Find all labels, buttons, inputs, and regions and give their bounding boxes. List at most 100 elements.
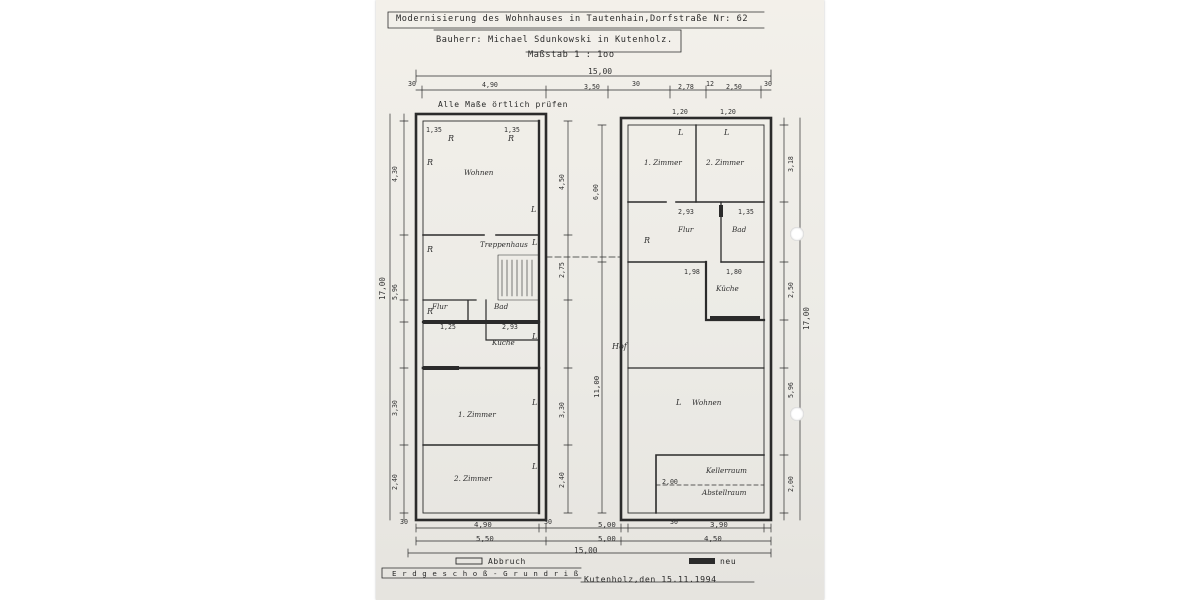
dim-mid-600: 6,00 — [592, 184, 600, 200]
dim-mid-1100: 11,00 — [592, 375, 601, 398]
dim-top-12: 12 — [706, 80, 714, 88]
room-right-1zimmer: 1. Zimmer — [644, 158, 682, 167]
dim-left-125: 1,25 — [440, 323, 456, 331]
dim-right-318: 3,18 — [787, 156, 795, 172]
dim-right-180: 1,80 — [726, 268, 742, 276]
dim-bottom-30a: 30 — [400, 518, 408, 526]
dim-line-bottom-b — [415, 536, 772, 546]
dim-right-200b: 2,00 — [662, 478, 678, 486]
place-date: Kutenholz,den 15.11.1994 — [584, 574, 717, 584]
legend-new-label: neu — [720, 557, 737, 566]
mark-r-2: R — [427, 245, 434, 254]
new-wall-right-bad — [719, 205, 723, 217]
left-building-inner — [422, 120, 540, 514]
new-wall-left-kueche — [423, 366, 459, 370]
legend-new-symbol — [689, 558, 715, 564]
owner-frame — [433, 29, 682, 53]
dim-window-d: 1,20 — [720, 108, 736, 116]
stair-symbol — [497, 254, 540, 301]
dim-left-1700: 17,00 — [378, 277, 387, 300]
mark-r-4: R — [448, 134, 455, 143]
dim-bottom-30b: 30 — [544, 518, 552, 526]
legend-demolish-symbol — [455, 557, 483, 565]
dim-right-200: 2,00 — [787, 476, 795, 492]
dim-right-250: 2,50 — [787, 282, 795, 298]
mark-r-3: R — [427, 307, 434, 316]
dim-right-293: 2,93 — [678, 208, 694, 216]
room-left-flur: Flur — [432, 302, 448, 311]
dim-right-596: 5,96 — [787, 382, 795, 398]
dim-mid-450: 4,50 — [558, 174, 566, 190]
dim-left-430: 4,30 — [391, 166, 399, 182]
dim-left-596: 5,96 — [391, 284, 399, 300]
right-building-outer — [619, 116, 773, 522]
dim-window-b: 1,35 — [504, 126, 520, 134]
dim-top-a: 4,90 — [482, 81, 498, 89]
room-right-2zimmer: 2. Zimmer — [706, 158, 744, 167]
footer-frame — [381, 567, 582, 579]
room-hof: Hof — [612, 342, 627, 351]
dim-bottom-a: 4,90 — [474, 520, 492, 529]
left-building-outer — [414, 112, 548, 522]
dim-line-mid-right — [597, 124, 607, 514]
check-note: Alle Maße örtlich prüfen — [438, 100, 568, 109]
new-wall-right-kueche — [710, 316, 760, 320]
dim-left-240: 2,40 — [391, 474, 399, 490]
room-kellerraum: Kellerraum — [706, 466, 747, 475]
dim-bottom-total: 15,00 — [574, 546, 598, 555]
dim-top-c: 2,78 — [678, 83, 694, 91]
room-abstellraum: Abstellraum — [702, 488, 747, 497]
dim-line-bottom-total — [407, 548, 772, 558]
dim-mid-240: 2,40 — [558, 472, 566, 488]
dim-bottom-b: 5,50 — [476, 534, 494, 543]
floor-plan-sheet: Modernisierung des Wohnhauses in Tautenh… — [376, 0, 824, 600]
floor-plan-drawing — [381, 11, 801, 583]
room-left-wohnen: Wohnen — [464, 168, 494, 177]
dim-line-top-parts — [415, 85, 772, 99]
mark-r-6: R — [644, 236, 651, 245]
mark-l-6: L — [678, 128, 684, 137]
mark-l-4: L — [532, 398, 538, 407]
dim-line-right — [779, 117, 789, 521]
mark-l-1: L — [531, 205, 537, 214]
dim-line-mid-left — [563, 120, 573, 514]
dim-line-left-inner — [399, 113, 409, 521]
room-right-wohnen: Wohnen — [692, 398, 722, 407]
new-wall-left-flur — [423, 320, 539, 324]
room-left-kueche: Küche — [492, 338, 515, 347]
legend-demolish-label: Abbruch — [488, 557, 526, 566]
right-wall-keller — [655, 454, 765, 514]
dim-top-total: 15,00 — [588, 67, 613, 76]
plan-name: E r d g e s c h o ß - G r u n d r i ß — [392, 569, 579, 578]
punch-hole-bottom — [790, 407, 804, 421]
dim-right-198: 1,98 — [684, 268, 700, 276]
title-frame — [387, 11, 765, 29]
mark-l-5: L — [532, 462, 538, 471]
left-wall-stair — [422, 299, 477, 323]
dim-line-top-total — [415, 69, 772, 83]
dim-right-1700: 17,00 — [802, 307, 811, 330]
dim-bottom-30c: 30 — [670, 518, 678, 526]
dim-top-b: 3,50 — [584, 83, 600, 91]
dim-left-293: 2,93 — [502, 323, 518, 331]
dim-top-30b: 30 — [632, 80, 640, 88]
mark-l-8: L — [676, 398, 682, 407]
mark-r-1: R — [427, 158, 434, 167]
dim-line-bottom-a — [415, 523, 772, 533]
owner-line: Bauherr: Michael Sdunkowski in Kutenholz… — [436, 35, 673, 45]
mark-l-3: L — [532, 332, 538, 341]
dim-window-c: 1,20 — [672, 108, 688, 116]
scale-line: Maßstab 1 : 1oo — [528, 50, 615, 60]
mark-l-7: L — [724, 128, 730, 137]
dim-top-30a: 30 — [408, 80, 416, 88]
room-left-1zimmer: 1. Zimmer — [458, 410, 496, 419]
mark-l-2: L — [532, 238, 538, 247]
dim-right-135: 1,35 — [738, 208, 754, 216]
room-right-kueche: Küche — [716, 284, 739, 293]
punch-hole-top — [790, 227, 804, 241]
dim-window-a: 1,35 — [426, 126, 442, 134]
dim-bottom-d: 5,00 — [598, 534, 616, 543]
dim-bottom-f: 4,50 — [704, 534, 722, 543]
dim-top-30c: 30 — [764, 80, 772, 88]
room-treppenhaus: Treppenhaus — [480, 240, 528, 249]
